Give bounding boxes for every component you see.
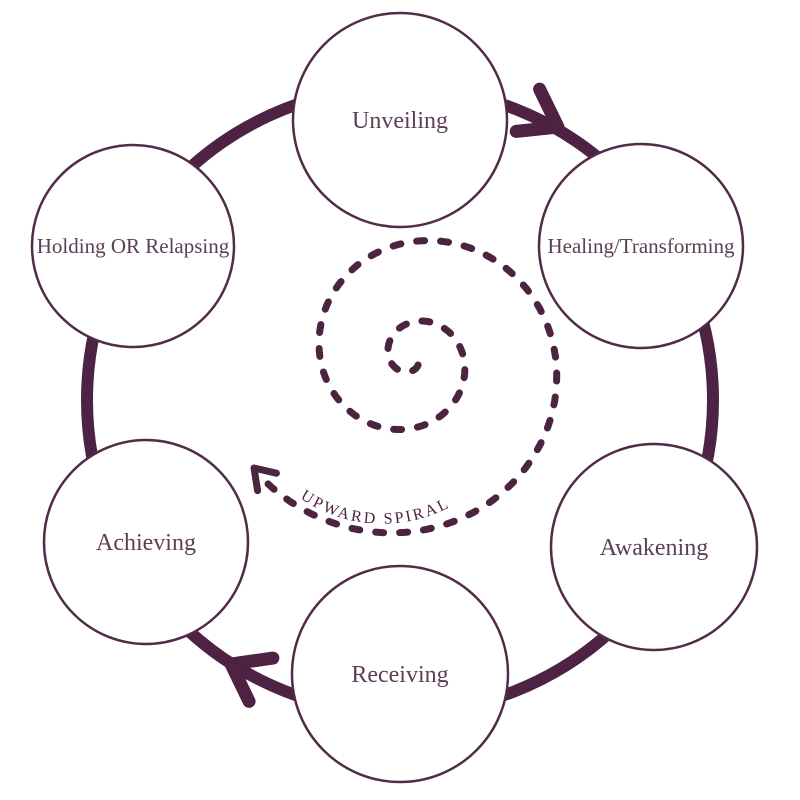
node-circle: [42, 438, 250, 646]
node-unveiling: Unveiling: [291, 11, 509, 229]
node-receiving: Receiving: [290, 564, 510, 784]
flow-arrowhead-bottom-left-icon: [224, 651, 280, 708]
node-label: Receiving: [351, 662, 448, 688]
node-healing-transforming: Healing/Transforming: [537, 142, 745, 350]
spiral-label-text: UPWARD SPIRAL: [298, 487, 453, 528]
node-label: Holding OR Relapsing: [37, 234, 230, 258]
spiral-arrowhead-icon: [250, 464, 280, 495]
node-label: Healing/Transforming: [547, 234, 735, 258]
node-circle: [537, 142, 745, 350]
upward-spiral-curve: [260, 236, 561, 537]
node-circle: [290, 564, 510, 784]
node-label: Unveiling: [352, 108, 448, 134]
flow-arrowhead-top-right-icon: [509, 82, 565, 138]
node-label: Achieving: [96, 530, 196, 556]
node-circle: [30, 143, 236, 349]
node-circle: [291, 11, 509, 229]
node-holding-or-relapsing: Holding OR Relapsing: [30, 143, 236, 349]
node-circle: [549, 442, 759, 652]
node-achieving: Achieving: [42, 438, 250, 646]
node-awakening: Awakening: [549, 442, 759, 652]
node-label: Awakening: [600, 535, 708, 561]
